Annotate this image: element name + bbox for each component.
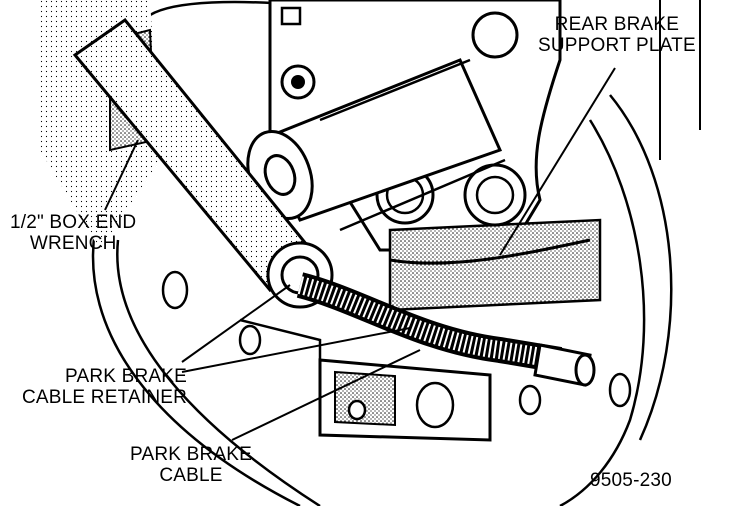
label-line: CABLE RETAINER <box>22 387 188 408</box>
backing-plate-rim <box>91 0 701 506</box>
label-rear-brake-support-plate: REAR BRAKE SUPPORT PLATE <box>538 14 696 56</box>
figure-id: 9505-230 <box>590 470 672 491</box>
label-line: PARK BRAKE <box>130 444 253 465</box>
label-box-end-wrench: 1/2" BOX END WRENCH <box>10 212 136 254</box>
park-brake-cable <box>296 272 596 387</box>
brake-shoe-holes <box>161 270 632 416</box>
label-line: 1/2" BOX END <box>10 212 137 233</box>
label-line: CABLE <box>159 465 223 486</box>
label-line: PARK BRAKE <box>65 366 188 387</box>
label-line: WRENCH <box>29 233 117 254</box>
leader-lines <box>104 67 616 441</box>
cable-bracket <box>239 318 492 442</box>
label-line: REAR BRAKE <box>554 14 680 35</box>
box-end-wrench <box>72 17 334 309</box>
label-line: SUPPORT PLATE <box>538 35 696 56</box>
label-park-brake-cable-retainer: PARK BRAKE CABLE RETAINER <box>22 366 187 408</box>
label-park-brake-cable: PARK BRAKE CABLE <box>130 444 252 486</box>
